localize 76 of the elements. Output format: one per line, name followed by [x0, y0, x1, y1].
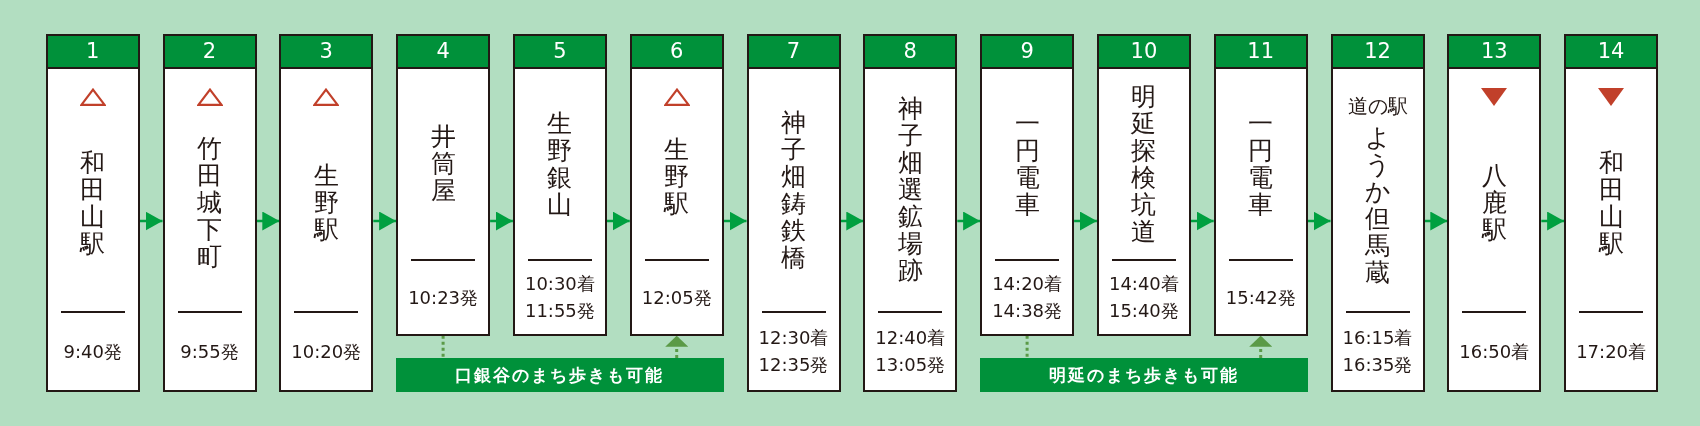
stop-card: [1213, 33, 1308, 336]
stop-card: [162, 33, 257, 392]
stop-card: [45, 33, 140, 392]
time-text: 12:05発: [641, 285, 712, 310]
connector-line: [1025, 335, 1029, 358]
stop-name: 生野銀山: [546, 109, 574, 218]
arrow: [139, 211, 163, 231]
step-number-header: 11: [1215, 35, 1306, 69]
step-number-header: 6: [631, 35, 722, 69]
step-number-header: 5: [514, 35, 605, 69]
note-banner: 口銀谷のまち歩きも可能: [396, 358, 724, 392]
stop-card: [396, 33, 491, 336]
step-number-header: 12: [1332, 35, 1423, 69]
stop-name: 一円電車: [1013, 109, 1041, 218]
stop-card: [1096, 33, 1191, 336]
time-text: 9:55発: [180, 339, 239, 364]
note-banner: 明延のまち歩きも可能: [980, 358, 1308, 392]
step-number-header: 7: [748, 35, 839, 69]
stop-name: 一円電車: [1247, 109, 1275, 218]
stop-name: 神子畑鋳鉄橋: [780, 108, 807, 271]
stop-name: 明延探検坑道: [1130, 82, 1158, 245]
arrow: [1541, 211, 1565, 231]
stop-name: 竹田城下町: [196, 135, 223, 271]
connector-line: [441, 335, 445, 358]
arrow: [1074, 211, 1097, 231]
step-number-header: 8: [865, 35, 956, 69]
stop-card: [629, 33, 724, 336]
time-text: 14:40着 15:40発: [1107, 272, 1180, 324]
time-text: 14:20着 14:38発: [991, 272, 1064, 324]
stop-name: 井筒屋: [429, 123, 457, 205]
time-text: 10:20発: [291, 339, 362, 364]
arrow: [490, 211, 513, 231]
stop-card: [863, 33, 958, 392]
time-text: 16:50着: [1459, 339, 1530, 364]
step-number-header: 3: [281, 35, 372, 69]
stop-card: [980, 33, 1075, 336]
time-text: 10:30着 11:55発: [523, 272, 596, 324]
stop-card: [1330, 33, 1425, 392]
time-text: 17:20着: [1576, 339, 1647, 364]
stop-card: [512, 33, 607, 336]
step-number-header: 1: [47, 35, 138, 69]
stop-name: ようか但馬蔵: [1363, 123, 1392, 286]
stop-card: [1447, 33, 1542, 392]
step-number-header: 14: [1566, 35, 1657, 69]
stop-card: [746, 33, 841, 392]
stop-name-prefix: 道の駅: [1347, 93, 1408, 118]
step-number-header: 13: [1449, 35, 1540, 69]
time-text: 12:40着 13:05発: [874, 326, 947, 378]
stop-name: 和田山駅: [78, 148, 107, 257]
arrow: [373, 211, 397, 231]
arrow: [957, 211, 981, 231]
arrow: [1190, 211, 1214, 231]
stop-name: 和田山駅: [1597, 148, 1625, 257]
time-text: 9:40発: [63, 339, 122, 364]
arrow: [665, 335, 689, 358]
arrow: [1307, 211, 1331, 231]
arrow: [1424, 211, 1448, 231]
arrow: [606, 211, 630, 231]
time-text: 15:42発: [1225, 285, 1296, 310]
time-text: 10:23発: [408, 285, 479, 310]
stop-name: 生野駅: [662, 136, 691, 218]
step-number-header: 9: [982, 35, 1073, 69]
step-number-header: 2: [164, 35, 255, 69]
stop-name: 神子畑選鉱場跡: [896, 95, 924, 285]
step-number-header: 4: [398, 35, 489, 69]
step-number-header: 10: [1098, 35, 1189, 69]
stop-name: 生野駅: [312, 162, 340, 244]
stop-card: [1564, 33, 1659, 392]
arrow: [840, 211, 864, 231]
stop-name: 八鹿駅: [1480, 162, 1508, 244]
time-text: 16:15着 16:35発: [1341, 326, 1414, 378]
stop-card: [279, 33, 374, 392]
arrow: [723, 211, 747, 231]
time-text: 12:30着 12:35発: [757, 326, 830, 378]
arrow: [256, 211, 280, 231]
arrow: [1249, 335, 1273, 358]
